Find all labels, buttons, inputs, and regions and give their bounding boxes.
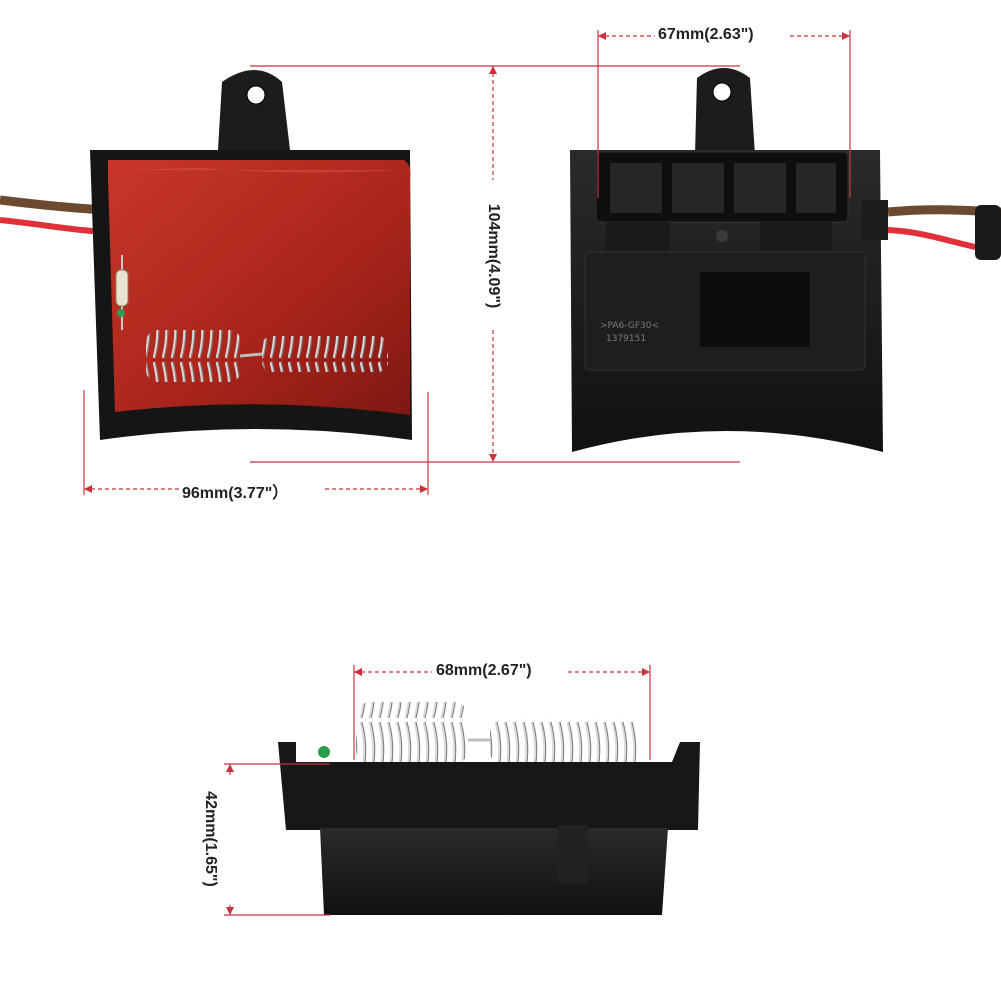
back-view: >PA6-GF30< 1379151 — [570, 68, 1001, 452]
side-housing-top — [278, 742, 700, 830]
dimension-label-spring-span: 68mm(2.67") — [436, 662, 532, 680]
mounting-tab-left — [218, 70, 290, 150]
thermal-fuse — [115, 255, 129, 330]
dimension-label-height: 104mm(4.09") — [485, 203, 502, 309]
side-coil-large — [356, 702, 468, 764]
mounting-tab-right — [695, 68, 755, 155]
side-housing-bottom — [320, 828, 668, 915]
dimension-label-depth: 42mm(1.65") — [202, 791, 219, 887]
dimension-arrowheads — [84, 32, 850, 915]
side-coil-small — [490, 718, 640, 764]
electrical-connector — [595, 151, 849, 252]
dimension-label-connector-width: 67mm(2.63") — [658, 26, 754, 44]
front-view — [0, 70, 412, 440]
part-marking-line1: >PA6-GF30< — [600, 321, 659, 331]
resistor-coil-large — [146, 330, 241, 382]
resistor-coil-small — [262, 336, 388, 372]
side-view — [278, 702, 700, 915]
dimension-lines — [83, 30, 851, 916]
dimension-label-width: 96mm(3.77"） — [182, 479, 289, 503]
side-thermal-fuse — [318, 746, 330, 758]
wire-harness-right — [862, 200, 1001, 260]
wire-harness-left — [0, 195, 106, 235]
part-marking-line2: 1379151 — [606, 334, 646, 344]
